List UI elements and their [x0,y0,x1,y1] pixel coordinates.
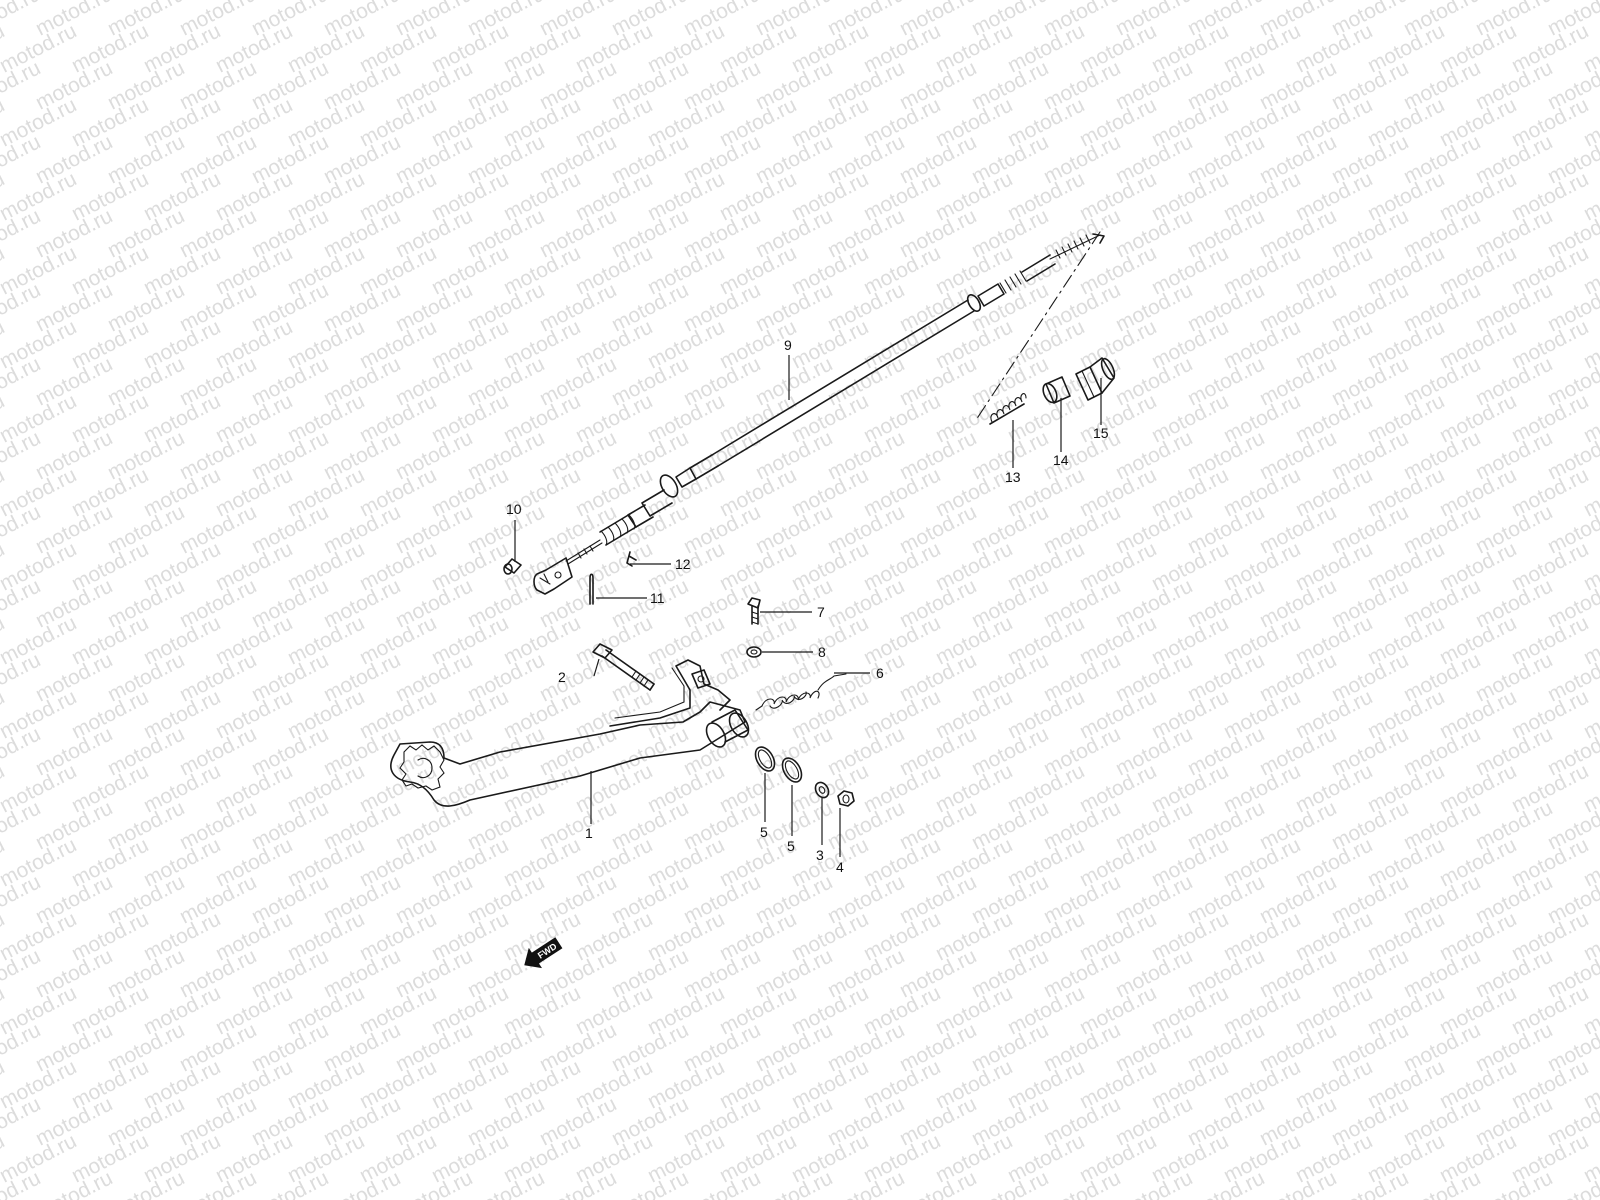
callout-12: 12 [675,556,691,572]
callout-5a: 5 [760,824,768,840]
callout-1: 1 [585,825,593,841]
callout-11: 11 [650,590,665,606]
callout-14: 14 [1053,452,1069,468]
split-pin-part [589,573,594,605]
brake-cable-part [533,233,1105,595]
leader-lines [514,355,1102,857]
callout-7: 7 [817,604,825,620]
washer-3-part [814,781,830,799]
o-ring-5a-part [754,746,776,772]
adjuster-parts [975,231,1116,425]
callout-9: 9 [784,337,792,353]
callout-8: 8 [818,644,826,660]
fwd-arrow-icon: FWD [524,937,563,969]
washer-8-part [746,646,762,658]
return-spring-part [755,673,847,711]
nut-part [837,790,855,807]
callout-5b: 5 [787,838,795,854]
pivot-bolt-part [592,643,655,691]
callout-2: 2 [558,669,566,685]
callout-15: 15 [1093,425,1109,441]
callout-labels: 1 2 3 4 5 5 6 7 8 9 10 11 12 13 14 15 [506,337,1109,875]
clevis-pin-part [503,558,522,575]
cable-clip-part [626,551,637,567]
callout-13: 13 [1005,469,1021,485]
callout-3: 3 [816,847,824,863]
callout-10: 10 [506,501,522,517]
stop-bolt-part [747,597,761,625]
callout-6: 6 [876,665,884,681]
callout-4: 4 [836,859,844,875]
brake-pedal-part [390,659,750,807]
o-ring-5b-part [781,757,803,783]
